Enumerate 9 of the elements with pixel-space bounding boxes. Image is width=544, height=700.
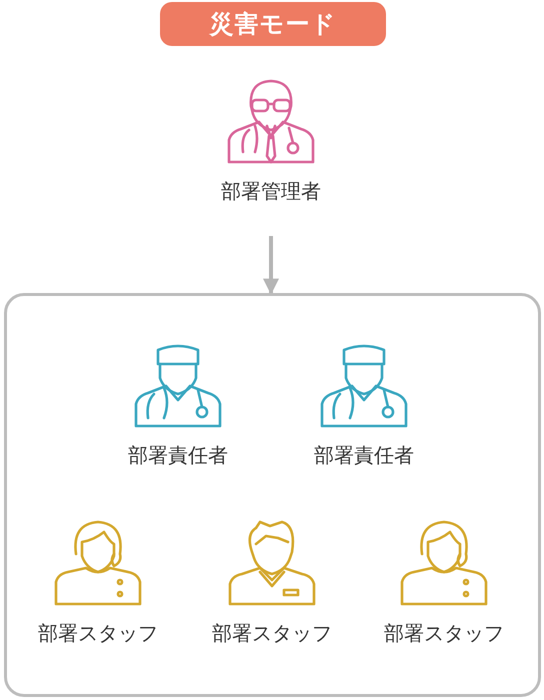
arrow	[263, 236, 279, 295]
role-label: 部署責任者	[128, 442, 228, 469]
role-label: 部署管理者	[221, 178, 321, 205]
role-label: 部署スタッフ	[38, 620, 158, 647]
mode-badge: 災害モード	[160, 2, 386, 46]
role-label: 部署スタッフ	[212, 620, 332, 647]
group-frame	[4, 293, 541, 697]
role-label: 部署責任者	[314, 442, 414, 469]
role-label: 部署スタッフ	[384, 620, 504, 647]
